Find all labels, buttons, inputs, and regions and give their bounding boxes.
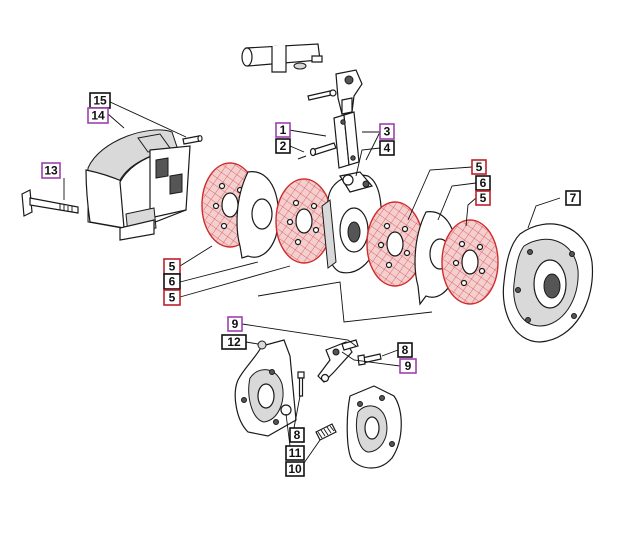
callout-number: 11 (289, 446, 302, 460)
callout-c15: 15 (89, 92, 111, 109)
callout-number: 5 (480, 191, 487, 205)
callout-c2: 2 (275, 138, 291, 154)
callout-c12: 12 (221, 334, 247, 350)
callout-c8b: 8 (289, 427, 305, 443)
brake-cover (85, 129, 191, 241)
link-plates (333, 111, 360, 169)
callout-number: 5 (476, 160, 483, 174)
callout-number: 14 (91, 109, 105, 123)
callout-box (221, 334, 247, 350)
top-shaft (241, 43, 323, 73)
friction-disc-c (366, 201, 424, 287)
split-pin (297, 155, 307, 160)
callout-c9a: 9 (227, 316, 243, 332)
callout-number: 8 (402, 343, 409, 357)
callout-c7: 7 (565, 190, 581, 206)
callout-number: 10 (288, 462, 302, 476)
brake-housing (502, 223, 594, 343)
callout-box (379, 140, 395, 156)
callout-number: 9 (405, 359, 412, 373)
callout-number: 8 (294, 428, 301, 442)
callout-c13: 13 (41, 162, 61, 179)
callout-number: 2 (280, 139, 287, 153)
callout-box (163, 289, 181, 306)
callout-number: 12 (227, 335, 241, 349)
callout-number: 3 (384, 125, 391, 139)
callout-number: 6 (480, 176, 487, 190)
callout-box (275, 138, 291, 154)
lower-shield-left (234, 339, 297, 437)
callout-box (397, 342, 413, 358)
linkage-arm (317, 339, 359, 383)
callout-box (285, 445, 305, 461)
callout-c5d: 5 (163, 289, 181, 306)
long-bolt (21, 189, 79, 217)
callout-box (471, 159, 487, 175)
callout-box (275, 122, 291, 138)
callout-number: 9 (232, 317, 239, 331)
lever-bracket (335, 69, 363, 115)
callout-number: 5 (169, 291, 176, 305)
callout-c6b: 6 (163, 273, 181, 290)
callout-c5b: 5 (475, 190, 491, 206)
leader-lines (63, 100, 561, 464)
callout-c14: 14 (87, 107, 109, 124)
callout-box (475, 190, 491, 206)
callout-c11: 11 (285, 445, 305, 461)
callout-c3: 3 (379, 123, 395, 140)
callout-c8a: 8 (397, 342, 413, 358)
callout-box (285, 461, 305, 477)
dowel-pin (182, 135, 203, 145)
callout-box (163, 273, 181, 290)
callout-c1: 1 (275, 122, 291, 138)
callout-c10: 10 (285, 461, 305, 477)
friction-disc-b (275, 178, 333, 264)
small-bolt-upper (357, 353, 382, 366)
callout-c4: 4 (379, 140, 395, 156)
lower-shield-right (346, 385, 402, 469)
return-spring (315, 423, 337, 441)
callout-box (87, 107, 109, 124)
friction-disc-d (441, 219, 499, 305)
callout-box (565, 190, 581, 206)
callout-number: 5 (169, 260, 176, 274)
callout-number: 13 (44, 164, 58, 178)
callout-number: 15 (93, 94, 107, 108)
callout-c5a: 5 (471, 159, 487, 175)
callout-c9b: 9 (399, 358, 417, 374)
callout-number: 4 (384, 141, 391, 155)
callout-number: 1 (280, 123, 287, 137)
callout-number: 7 (570, 191, 577, 205)
steel-plate-a (236, 171, 280, 259)
callout-box (227, 316, 243, 332)
nut (257, 340, 267, 350)
callout-box (41, 162, 61, 179)
callout-number: 6 (169, 275, 176, 289)
callout-box (399, 358, 417, 374)
callout-c5c: 5 (163, 258, 181, 275)
callout-box (475, 175, 491, 191)
callout-box (289, 427, 305, 443)
callout-c6a: 6 (475, 175, 491, 191)
small-pin (307, 89, 337, 101)
assembly-guide-line (257, 281, 433, 323)
pin-part-1 (309, 142, 337, 157)
callout-box (379, 123, 395, 140)
small-bolt-lower (297, 371, 305, 397)
